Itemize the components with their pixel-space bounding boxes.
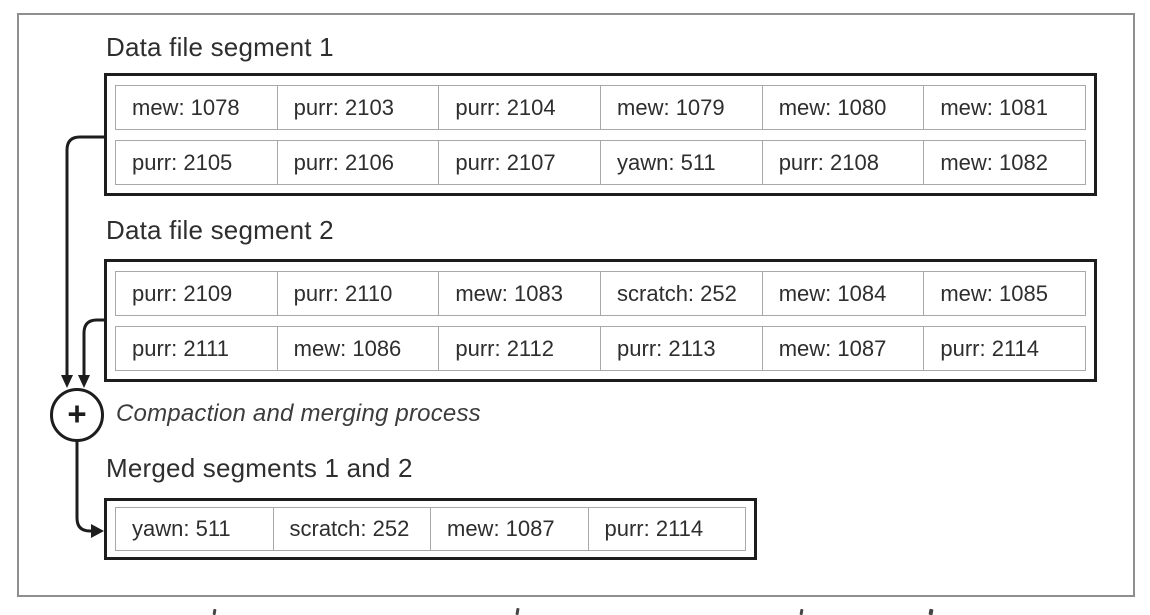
cropped-caption-fragment [928, 608, 934, 615]
record-cell: purr: 2108 [761, 141, 924, 184]
segment2-box: purr: 2109 purr: 2110 mew: 1083 scratch:… [104, 259, 1097, 382]
record-cell: mew: 1079 [600, 86, 762, 129]
record-cell: purr: 2111 [132, 335, 230, 361]
record-cell: yawn: 511 [132, 516, 231, 541]
record-cell: mew: 1082 [923, 141, 1085, 184]
segment1-title: Data file segment 1 [106, 32, 334, 62]
record-cell: scratch: 252 [272, 508, 431, 550]
segment2-row-2: purr: 2111 mew: 1086 purr: 2112 purr: 21… [115, 326, 1086, 371]
record-cell: purr: 2103 [276, 86, 439, 129]
record-cell: purr: 2106 [276, 141, 439, 184]
record-cell: purr: 2112 [438, 327, 600, 370]
record-cell: purr: 2105 [132, 149, 233, 175]
segment1-row-1: mew: 1078 purr: 2103 purr: 2104 mew: 107… [115, 85, 1086, 130]
plus-icon: + [67, 395, 87, 432]
record-cell: mew: 1085 [923, 272, 1085, 315]
record-cell: scratch: 252 [600, 272, 762, 315]
cropped-caption-fragment [799, 608, 804, 615]
record-cell: mew: 1081 [923, 86, 1085, 129]
merged-title: Merged segments 1 and 2 [106, 453, 413, 483]
record-cell: purr: 2107 [438, 141, 600, 184]
segment2-row-1: purr: 2109 purr: 2110 mew: 1083 scratch:… [115, 271, 1086, 316]
record-cell: purr: 2114 [587, 508, 746, 550]
record-cell: mew: 1078 [132, 94, 240, 120]
cropped-caption-fragment [212, 608, 217, 615]
record-cell: purr: 2109 [132, 280, 233, 306]
merged-row-1: yawn: 511 scratch: 252 mew: 1087 purr: 2… [115, 507, 746, 551]
record-cell: mew: 1086 [276, 327, 439, 370]
record-cell: yawn: 511 [600, 141, 762, 184]
record-cell: mew: 1083 [438, 272, 600, 315]
process-label: Compaction and merging process [116, 400, 481, 427]
record-cell: purr: 2104 [438, 86, 600, 129]
segment1-row-2: purr: 2105 purr: 2106 purr: 2107 yawn: 5… [115, 140, 1086, 185]
record-cell: mew: 1080 [761, 86, 924, 129]
segment2-title: Data file segment 2 [106, 215, 334, 245]
merge-operator-circle: + [50, 388, 104, 442]
record-cell: mew: 1087 [761, 327, 924, 370]
record-cell: purr: 2110 [276, 272, 439, 315]
segment1-box: mew: 1078 purr: 2103 purr: 2104 mew: 107… [104, 73, 1097, 196]
record-cell: mew: 1084 [761, 272, 924, 315]
merged-box: yawn: 511 scratch: 252 mew: 1087 purr: 2… [104, 498, 757, 560]
record-cell: mew: 1087 [430, 508, 588, 550]
record-cell: purr: 2113 [600, 327, 762, 370]
record-cell: purr: 2114 [923, 327, 1085, 370]
